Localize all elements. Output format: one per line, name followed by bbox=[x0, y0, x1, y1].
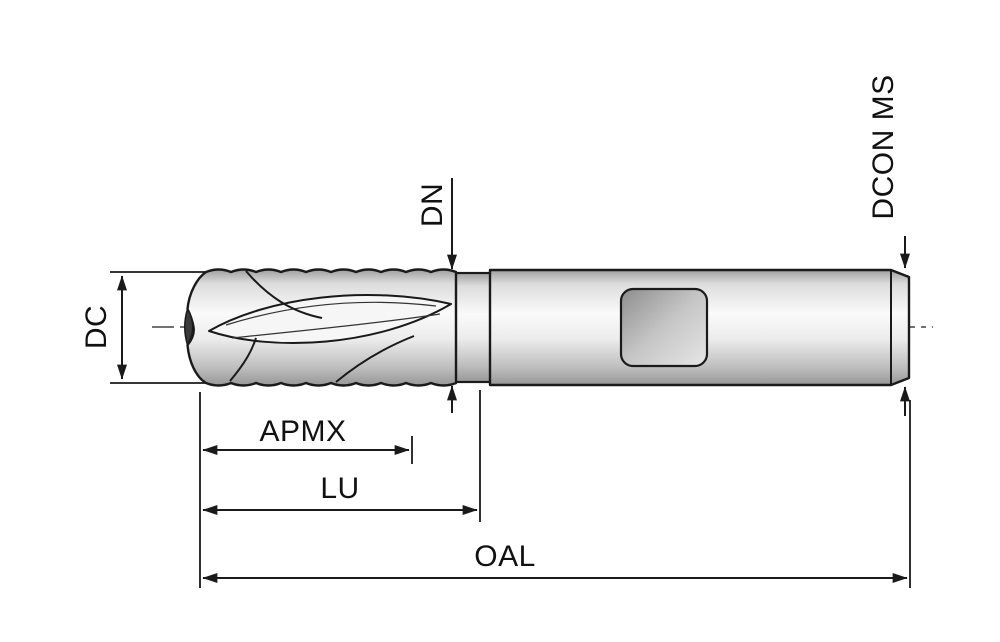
label-oal: OAL bbox=[474, 540, 536, 573]
label-apmx: APMX bbox=[259, 415, 347, 448]
label-lu: LU bbox=[320, 472, 360, 505]
dimension-lines bbox=[110, 178, 911, 588]
flute-helix-3 bbox=[229, 337, 257, 382]
tool-cutter bbox=[184, 268, 458, 387]
flute-helix-2 bbox=[335, 335, 415, 383]
label-dn: DN bbox=[416, 182, 449, 228]
weldon-flat bbox=[619, 287, 709, 368]
flute-face bbox=[208, 293, 452, 344]
flute-twist-line-2 bbox=[231, 313, 441, 339]
flute-helix-1 bbox=[245, 270, 323, 319]
label-dc: DC bbox=[80, 304, 113, 350]
tool-shank bbox=[488, 268, 911, 387]
label-dcon-ms: DCON MS bbox=[867, 74, 900, 220]
tip-center-web bbox=[184, 308, 194, 346]
flute-twist-line-1 bbox=[225, 301, 437, 326]
